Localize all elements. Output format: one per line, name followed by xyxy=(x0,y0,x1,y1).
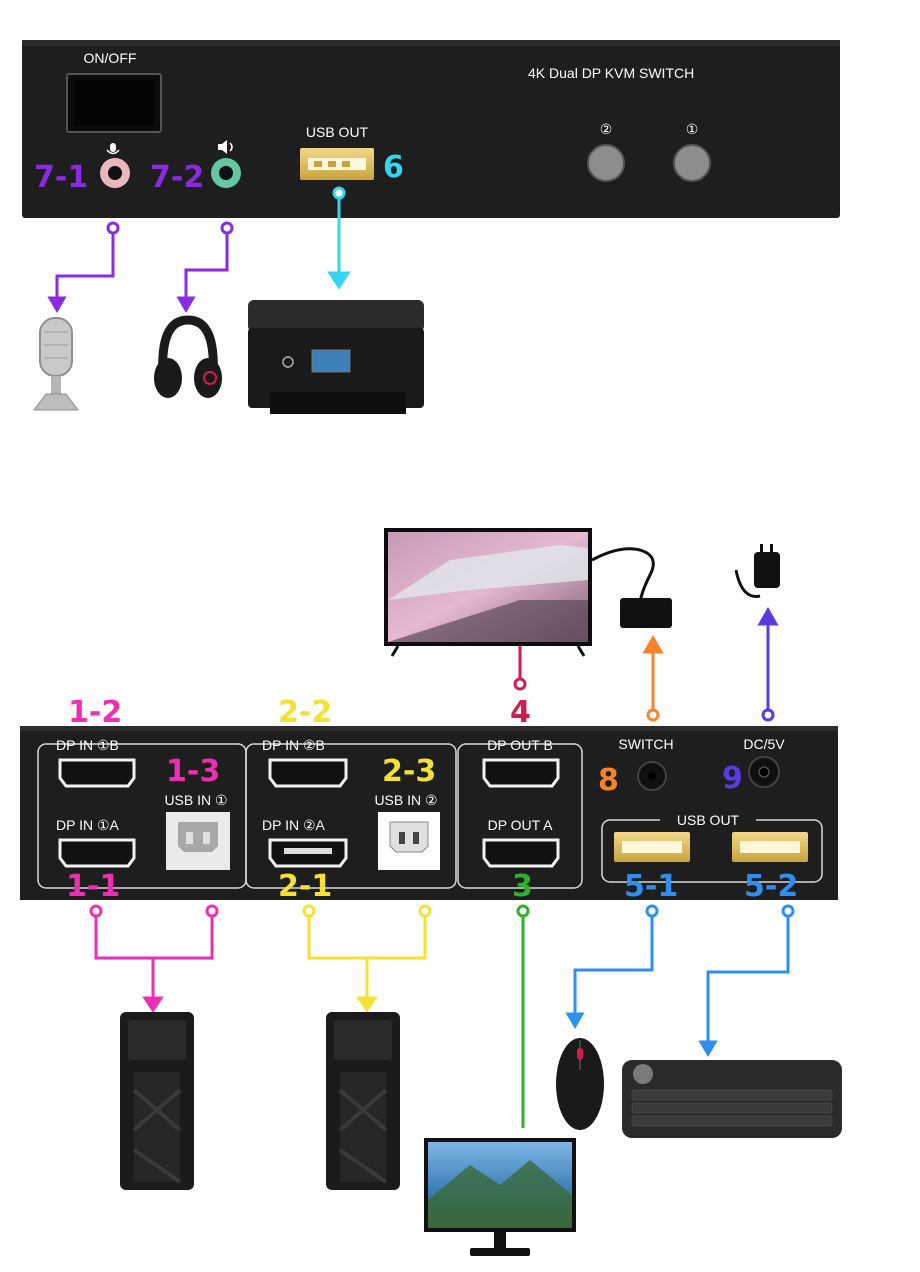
callout-1-1: 1-1 xyxy=(66,869,120,904)
dp-in-1a-label: DP IN ①A xyxy=(56,817,120,833)
mouse-icon xyxy=(556,1038,604,1130)
dp-in-2b-port[interactable] xyxy=(268,758,348,788)
back-top-connectors xyxy=(513,606,779,722)
on-off-label: ON/OFF xyxy=(84,50,137,66)
dp-in-2a-label: DP IN ②A xyxy=(262,817,326,833)
button-2-label: ② xyxy=(600,121,613,137)
dp-in-1b-label: DP IN ①B xyxy=(56,737,119,753)
pc1-select-button[interactable] xyxy=(673,144,711,182)
dp-out-a-port[interactable] xyxy=(482,838,560,868)
front-title: 4K Dual DP KVM SWITCH xyxy=(528,65,694,81)
dp-in-1b-port[interactable] xyxy=(58,758,136,788)
callout-4: 4 xyxy=(510,695,531,730)
dp-out-a-label: DP OUT A xyxy=(488,817,554,833)
monitor-icon xyxy=(424,1138,576,1256)
front-panel: ON/OFF 4K Dual DP KVM SWITCH USB OUT ② ①… xyxy=(22,40,840,218)
pc2-select-button[interactable] xyxy=(587,144,625,182)
keyboard-icon xyxy=(622,1060,842,1138)
front-usb-out-label: USB OUT xyxy=(306,124,369,140)
callout-2-1: 2-1 xyxy=(278,869,332,904)
usb-in-1-label: USB IN ① xyxy=(164,792,227,808)
button-1-label: ① xyxy=(686,121,699,137)
back-usb-out-label: USB OUT xyxy=(677,812,740,828)
dp-in-1a-port[interactable] xyxy=(58,838,136,868)
front-connectors xyxy=(47,186,351,313)
pc-tower-2-icon xyxy=(326,1012,400,1190)
callout-5-2: 5-2 xyxy=(744,869,798,904)
dc-label: DC/5V xyxy=(743,736,785,752)
callout-7-2: 7-2 xyxy=(150,160,204,195)
callout-2-3: 2-3 xyxy=(382,754,436,789)
printer-icon xyxy=(248,300,424,414)
microphone-icon xyxy=(33,317,79,411)
headphones-icon xyxy=(154,315,222,398)
callout-9: 9 xyxy=(722,761,743,796)
dp-out-b-port[interactable] xyxy=(482,758,560,788)
pc2-input-frame xyxy=(245,743,457,889)
callout-1-2: 1-2 xyxy=(68,695,122,730)
callout-7-1: 7-1 xyxy=(34,160,88,195)
pc-tower-1-icon xyxy=(120,1012,194,1190)
back-panel: DP IN ①B DP IN ①A USB IN ① DP IN ②B DP I… xyxy=(20,726,838,904)
power-adapter-icon xyxy=(734,544,780,598)
tv-icon xyxy=(384,528,592,657)
back-bottom-connectors xyxy=(89,904,795,1128)
switch-label: SWITCH xyxy=(618,736,673,752)
callout-5-1: 5-1 xyxy=(624,869,678,904)
callout-1-3: 1-3 xyxy=(166,754,220,789)
callout-2-2: 2-2 xyxy=(278,695,332,730)
dp-out-b-label: DP OUT B xyxy=(487,737,553,753)
wired-switch-icon xyxy=(591,547,672,628)
usb-in-2-label: USB IN ② xyxy=(374,792,437,808)
callout-3: 3 xyxy=(512,869,533,904)
speaker-icon xyxy=(218,140,233,154)
mic-icon xyxy=(106,143,120,155)
callout-8: 8 xyxy=(598,763,619,798)
dp-output-frame xyxy=(457,743,583,889)
callout-6: 6 xyxy=(383,150,404,185)
dp-in-2b-label: DP IN ②B xyxy=(262,737,325,753)
